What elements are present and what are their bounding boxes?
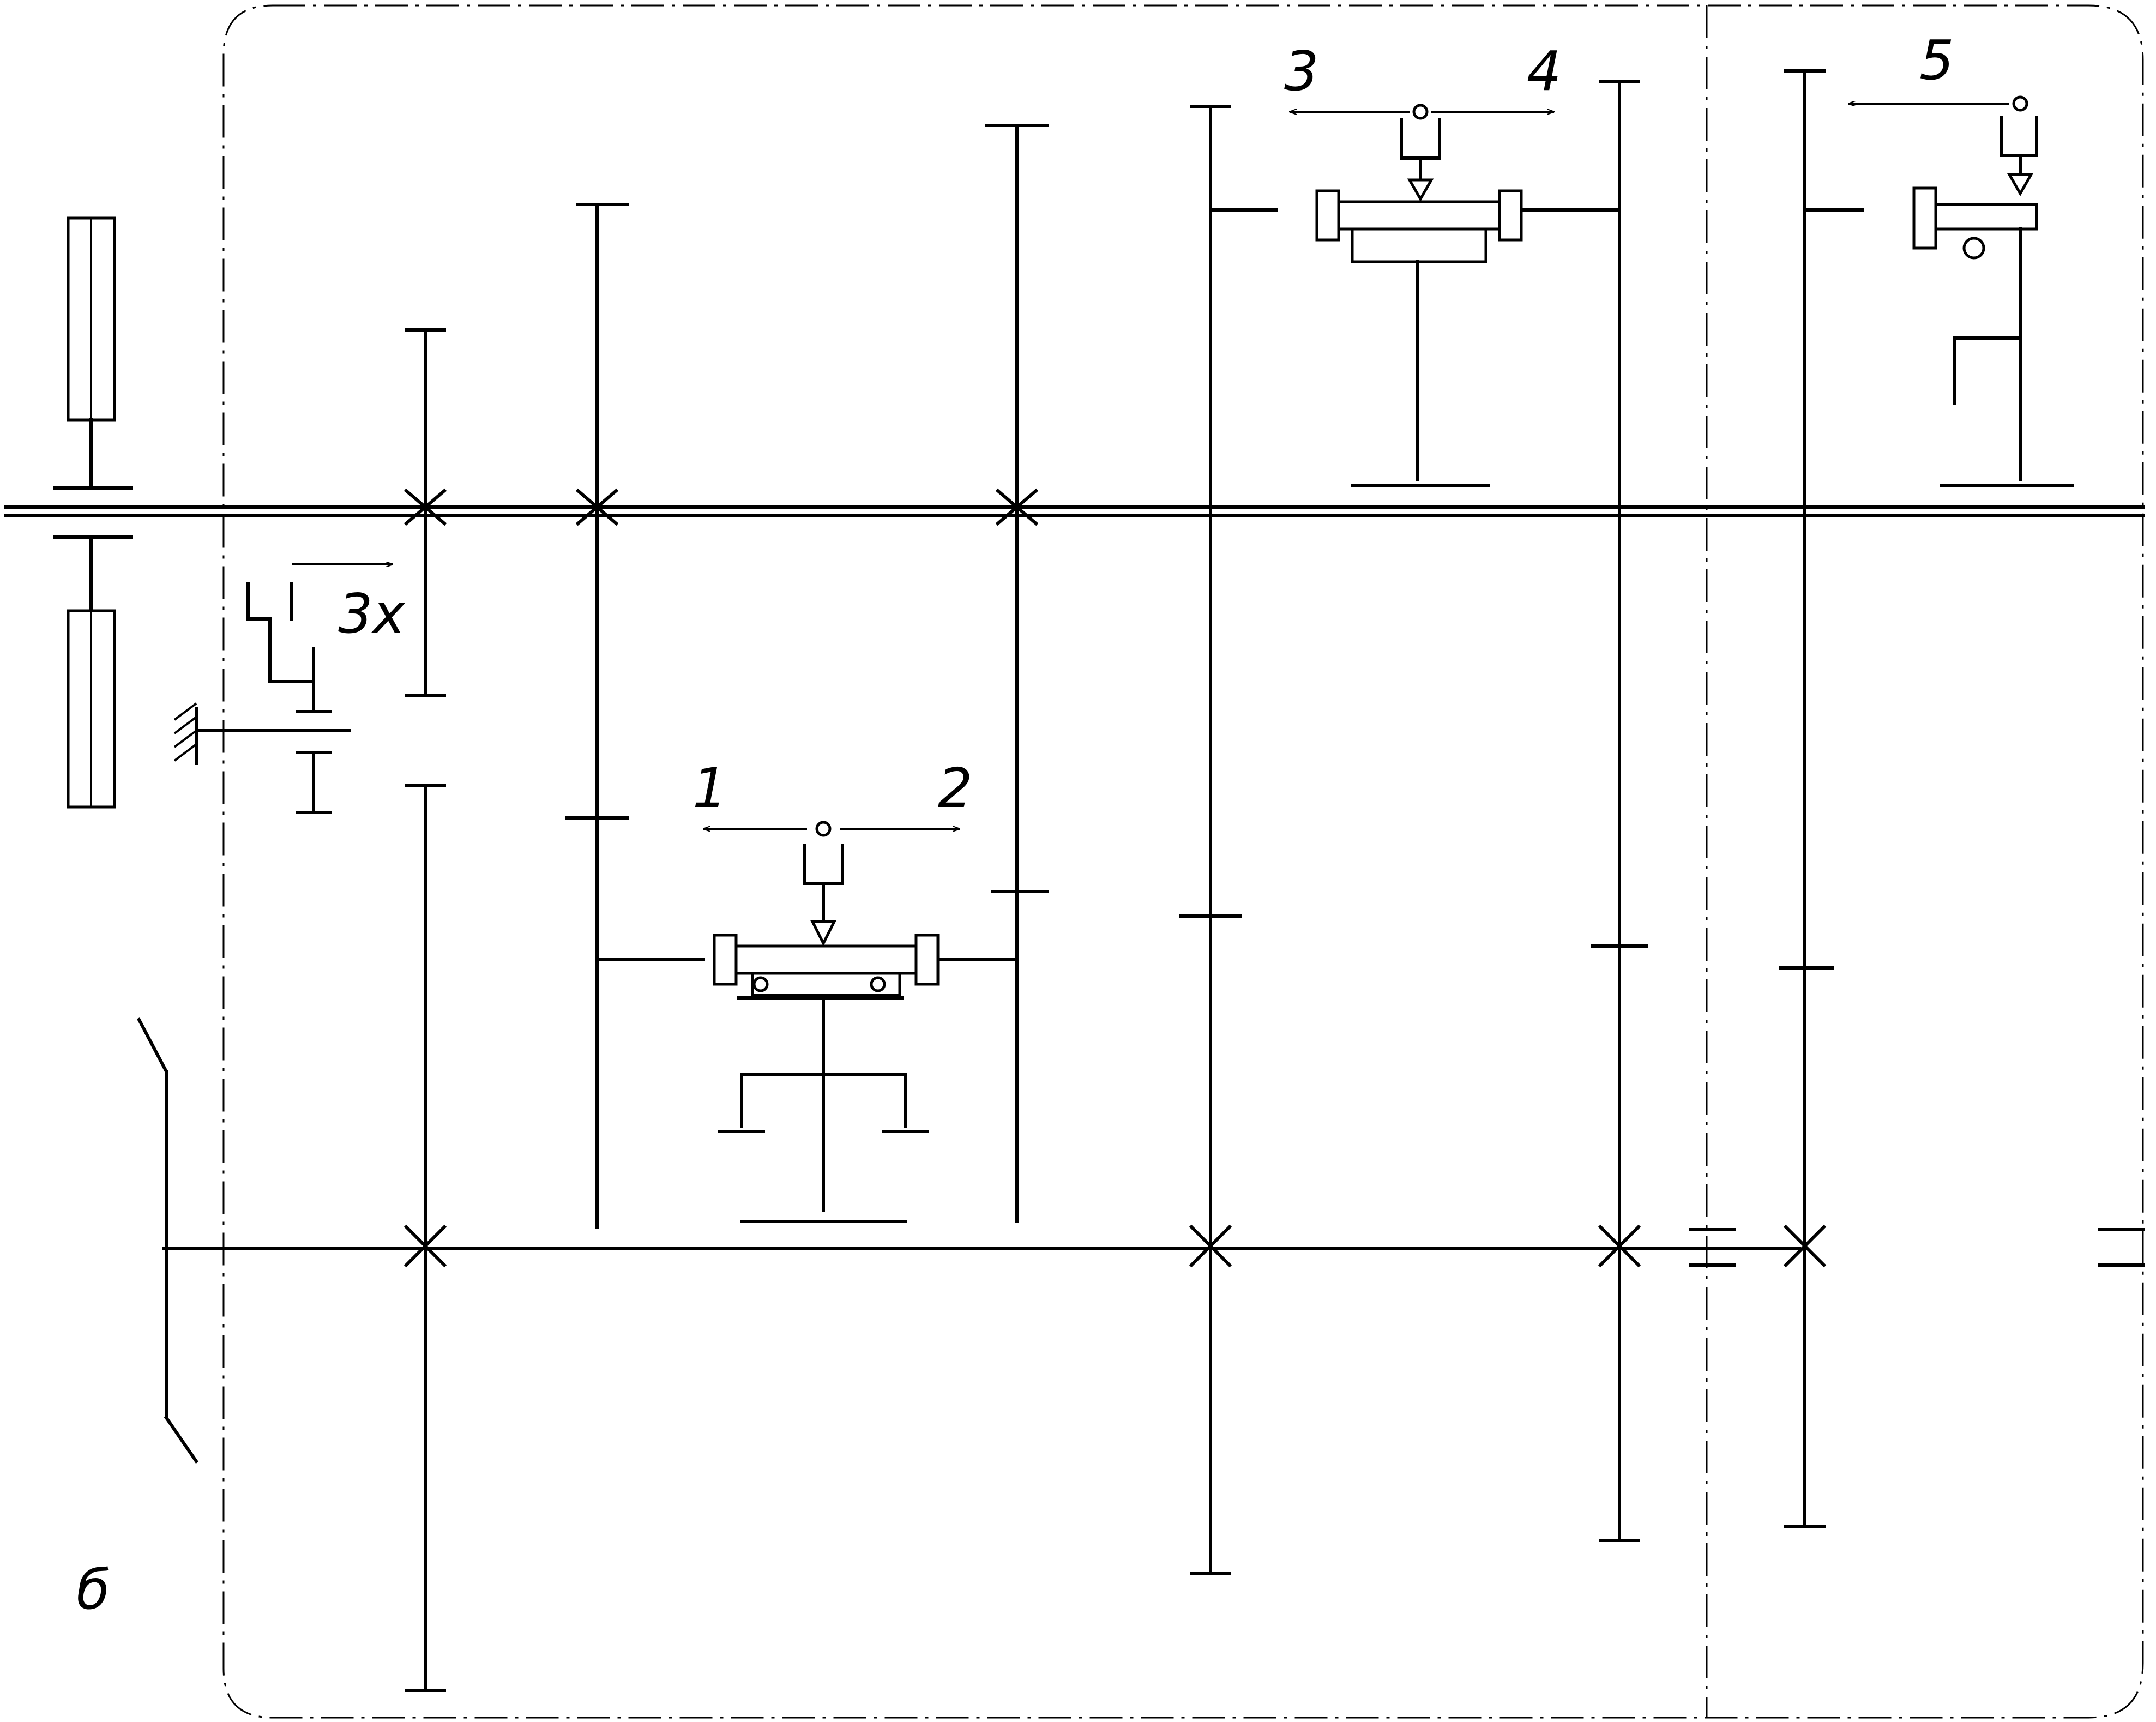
- shift-label-3: 3: [1284, 39, 1319, 103]
- gearbox-housing-outline: [222, 4, 2144, 1719]
- synchronizer-3-4: [1209, 104, 1621, 487]
- countershaft: [162, 1228, 2145, 1267]
- clutch-disc: [53, 216, 133, 809]
- input-shaft-gears: [404, 124, 1049, 1229]
- reverse-idler-gear: [173, 564, 393, 814]
- figure-label: б: [76, 1558, 110, 1622]
- synchronizer-5: [1803, 95, 2074, 487]
- shift-label-5: 5: [1919, 28, 1954, 92]
- countershaft-gears: [404, 69, 1834, 1692]
- reverse-label: 3х: [338, 582, 406, 646]
- shift-label-1: 1: [692, 756, 727, 820]
- bevel-drive: [136, 1017, 199, 1464]
- shift-arrows: [703, 104, 2009, 829]
- synchronizer-1-2: [595, 821, 1019, 1223]
- shift-label-4: 4: [1527, 39, 1562, 103]
- input-main-shaft: [4, 505, 2145, 517]
- shift-label-2: 2: [938, 756, 973, 820]
